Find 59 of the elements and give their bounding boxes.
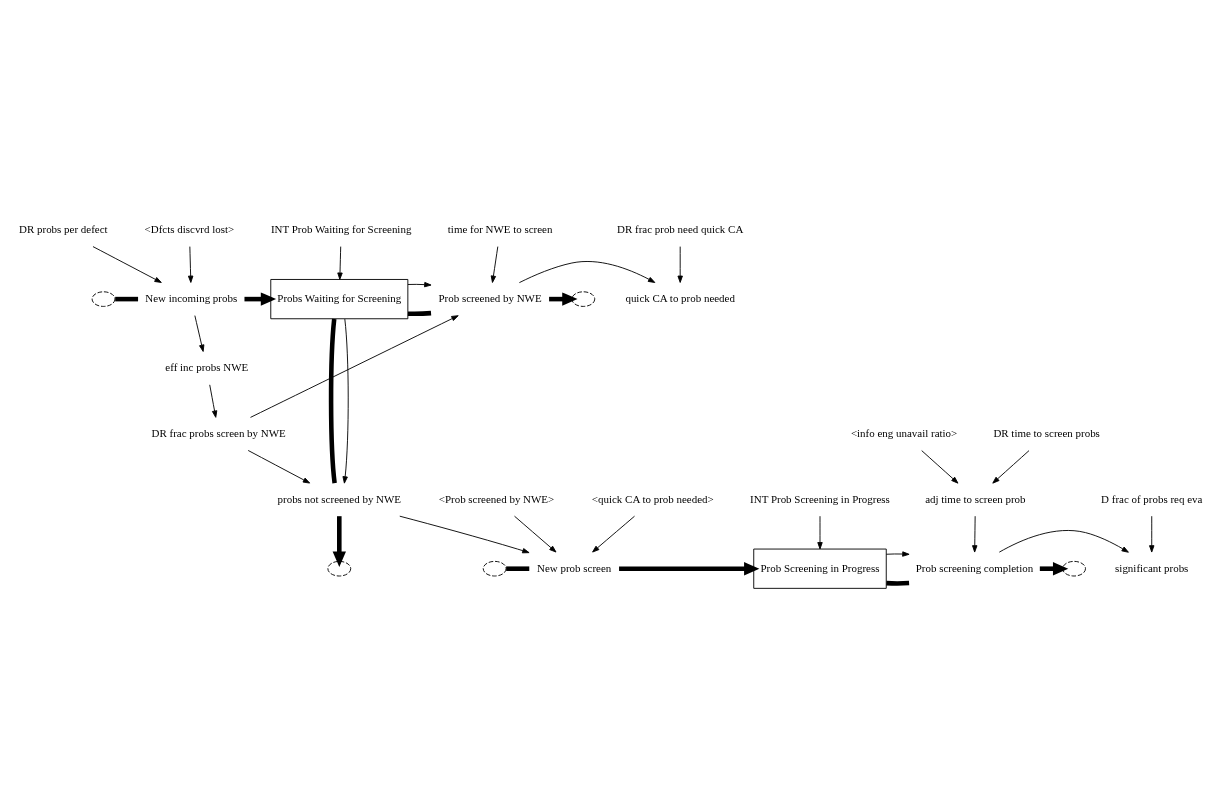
arrow xyxy=(998,530,1129,553)
arrow xyxy=(518,261,656,284)
node-text: eff inc probs NWE xyxy=(165,360,249,373)
arrow xyxy=(399,515,530,554)
node-text: probs not screened by NWE xyxy=(277,492,402,505)
connector xyxy=(328,318,337,484)
arrow xyxy=(342,318,349,484)
arrow xyxy=(250,315,459,418)
node-text: significant probs xyxy=(1115,561,1189,574)
arrow xyxy=(337,246,343,280)
node-text: DR time to screen probs xyxy=(993,426,1100,439)
connector xyxy=(407,310,432,317)
arrow xyxy=(592,515,635,553)
arrow xyxy=(92,246,162,283)
connector xyxy=(506,566,530,571)
arrow xyxy=(244,292,277,306)
node-text: DR frac probs screen by NWE xyxy=(151,426,286,439)
arrow xyxy=(407,281,432,288)
node-box: Probs Waiting for Screening xyxy=(270,279,409,320)
node-text: Prob screened by NWE xyxy=(438,291,542,304)
node-text: <quick CA to prob needed> xyxy=(591,492,714,505)
node-cloud xyxy=(327,560,352,577)
connector xyxy=(886,580,910,586)
node-text: DR frac prob need quick CA xyxy=(617,222,744,235)
node-text: <Prob screened by NWE> xyxy=(438,492,555,505)
node-text: Prob screening completion xyxy=(915,561,1034,574)
arrow xyxy=(921,450,959,484)
arrow xyxy=(972,515,978,553)
node-text: New prob screen xyxy=(537,561,612,574)
node-text: New incoming probs xyxy=(145,291,238,304)
arrow xyxy=(619,562,760,576)
node-text: <Dfcts discvrd lost> xyxy=(144,222,235,235)
arrow xyxy=(1039,562,1069,576)
arrow xyxy=(194,315,205,352)
arrow xyxy=(514,515,557,553)
node-text: INT Prob Waiting for Screening xyxy=(270,222,412,235)
node-cloud xyxy=(1062,560,1086,577)
arrow xyxy=(247,450,311,484)
node-cloud xyxy=(571,291,596,307)
arrow xyxy=(1149,515,1155,553)
arrow xyxy=(209,384,218,418)
node-text: time for NWE to screen xyxy=(447,222,553,235)
arrow xyxy=(187,246,194,283)
node-cloud xyxy=(91,291,116,307)
connector xyxy=(115,296,139,302)
arrow xyxy=(817,515,823,550)
node-text: adj time to screen prob xyxy=(925,492,1026,505)
node-text: <info eng unavail ratio> xyxy=(850,426,958,439)
arrow xyxy=(332,516,346,567)
node-text: D frac of probs req eva xyxy=(1101,492,1203,505)
node-box: Prob Screening in Progress xyxy=(753,548,887,589)
node-text: DR probs per defect xyxy=(19,222,108,235)
node-cloud xyxy=(482,560,507,577)
arrow xyxy=(490,246,499,283)
arrow xyxy=(677,246,683,283)
arrow xyxy=(992,450,1030,484)
arrow xyxy=(885,551,910,557)
node-text: quick CA to prob needed xyxy=(625,291,735,304)
node-text: INT Prob Screening in Progress xyxy=(750,492,890,505)
